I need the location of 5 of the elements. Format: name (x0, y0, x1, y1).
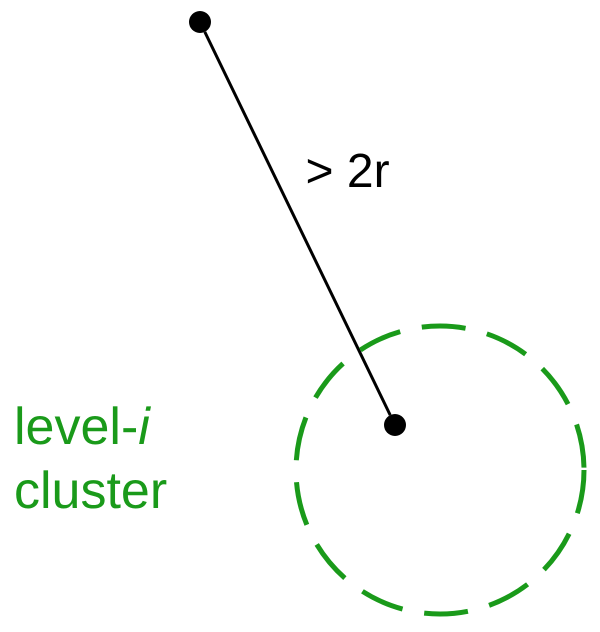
connector-line (203, 31, 392, 416)
cluster-caption: level-i cluster (14, 397, 168, 522)
point-dot (189, 11, 211, 33)
point-dot (384, 414, 406, 436)
dashed-circle (293, 323, 587, 617)
